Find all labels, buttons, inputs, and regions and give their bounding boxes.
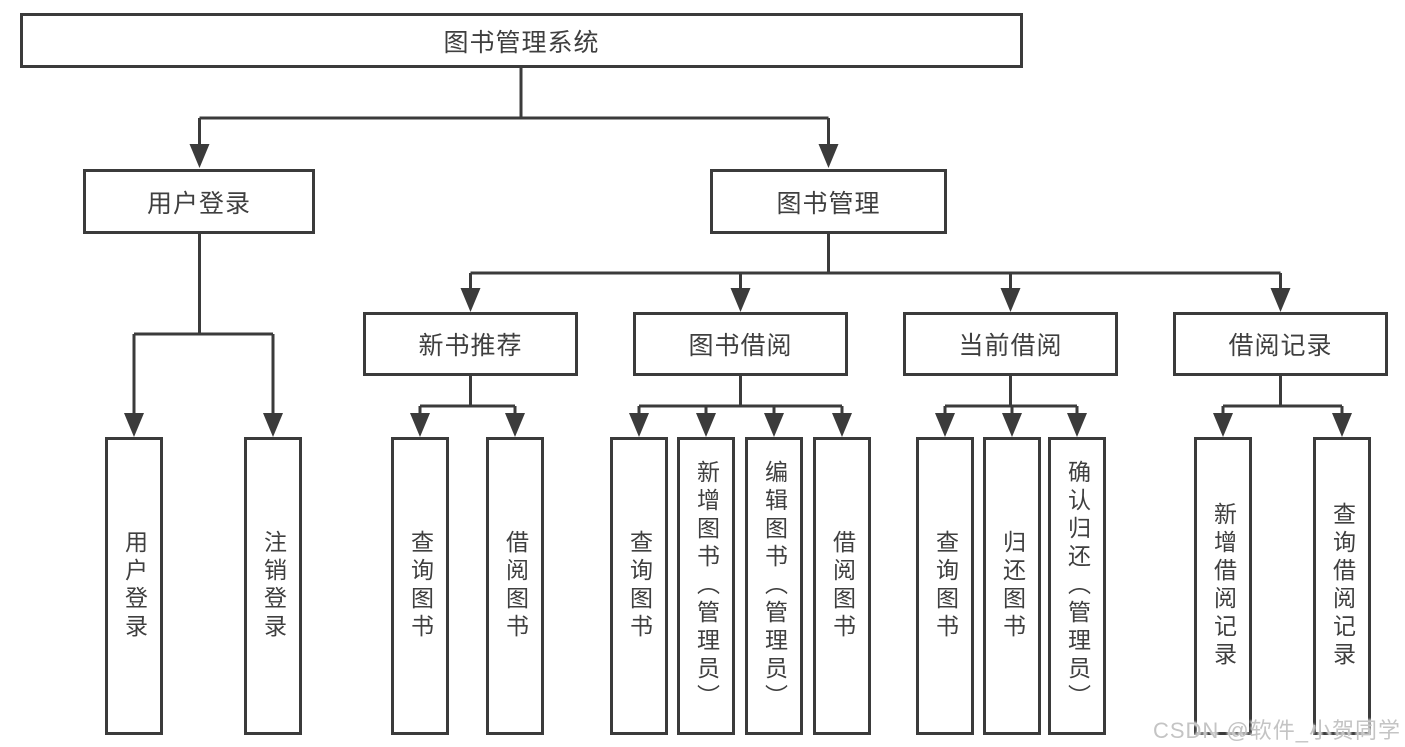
leaf-borrow-books-label: 借阅图书 — [829, 530, 856, 642]
arrow-down-icon — [189, 144, 210, 168]
arrow-down-icon — [1067, 413, 1087, 437]
leaf-borrow-books: 借阅图书 — [813, 437, 871, 735]
leaf-return-book-label: 归还图书 — [999, 530, 1026, 642]
node-new-book-recommend: 新书推荐 — [363, 312, 578, 376]
leaf-query-books-borrow: 查询图书 — [610, 437, 668, 735]
leaf-query-borrow-record-label: 查询借阅记录 — [1329, 502, 1356, 670]
arrow-down-icon — [460, 288, 481, 312]
leaf-borrow-books-recommend: 借阅图书 — [486, 437, 544, 735]
arrow-down-icon — [410, 413, 430, 437]
leaf-user-login: 用户登录 — [105, 437, 163, 735]
csdn-watermark: CSDN @软件_小贺同学 — [1152, 718, 1401, 743]
leaf-user-login-label: 用户登录 — [121, 530, 148, 642]
arrow-down-icon — [832, 413, 852, 437]
leaf-edit-book-admin-label: 编辑图书（管理员） — [761, 460, 788, 712]
arrow-down-icon — [1332, 413, 1352, 437]
arrow-down-icon — [124, 413, 144, 437]
node-book-borrow-label: 图书借阅 — [688, 332, 793, 360]
node-root-label: 图书管理系统 — [443, 28, 600, 57]
arrow-down-icon — [263, 413, 283, 437]
node-current-borrow: 当前借阅 — [903, 312, 1118, 376]
leaf-query-books-borrow-label: 查询图书 — [626, 530, 653, 642]
node-new-book-recommend-label: 新书推荐 — [418, 332, 523, 360]
node-book-management-label: 图书管理 — [776, 189, 881, 218]
node-borrow-records: 借阅记录 — [1173, 312, 1388, 376]
leaf-add-borrow-record: 新增借阅记录 — [1194, 437, 1252, 735]
arrow-down-icon — [629, 413, 649, 437]
node-book-borrow: 图书借阅 — [633, 312, 848, 376]
arrow-down-icon — [935, 413, 955, 437]
leaf-logout-label: 注销登录 — [260, 530, 287, 642]
node-current-borrow-label: 当前借阅 — [958, 332, 1063, 360]
arrow-down-icon — [1000, 288, 1021, 312]
leaf-add-book-admin-label: 新增图书（管理员） — [693, 460, 720, 712]
leaf-query-books-current: 查询图书 — [916, 437, 974, 735]
leaf-logout: 注销登录 — [244, 437, 302, 735]
leaf-borrow-books-recommend-label: 借阅图书 — [502, 530, 529, 642]
node-user-login: 用户登录 — [83, 169, 315, 234]
arrow-down-icon — [730, 288, 751, 312]
leaf-query-books-recommend-label: 查询图书 — [407, 530, 434, 642]
leaf-confirm-return-admin: 确认归还（管理员） — [1048, 437, 1106, 735]
leaf-return-book: 归还图书 — [983, 437, 1041, 735]
leaf-query-books-recommend: 查询图书 — [391, 437, 449, 735]
arrow-down-icon — [818, 144, 839, 168]
arrow-down-icon — [696, 413, 716, 437]
arrow-down-icon — [505, 413, 525, 437]
leaf-query-books-current-label: 查询图书 — [932, 530, 959, 642]
arrow-down-icon — [1002, 413, 1022, 437]
node-borrow-records-label: 借阅记录 — [1228, 332, 1333, 360]
node-root: 图书管理系统 — [20, 13, 1023, 68]
leaf-edit-book-admin: 编辑图书（管理员） — [745, 437, 803, 735]
leaf-add-borrow-record-label: 新增借阅记录 — [1210, 502, 1237, 670]
leaf-query-borrow-record: 查询借阅记录 — [1313, 437, 1371, 735]
node-user-login-label: 用户登录 — [146, 189, 251, 218]
arrow-down-icon — [764, 413, 784, 437]
leaf-add-book-admin: 新增图书（管理员） — [677, 437, 735, 735]
arrow-down-icon — [1213, 413, 1233, 437]
node-book-management: 图书管理 — [710, 169, 947, 234]
arrow-down-icon — [1270, 288, 1291, 312]
leaf-confirm-return-admin-label: 确认归还（管理员） — [1064, 460, 1091, 712]
